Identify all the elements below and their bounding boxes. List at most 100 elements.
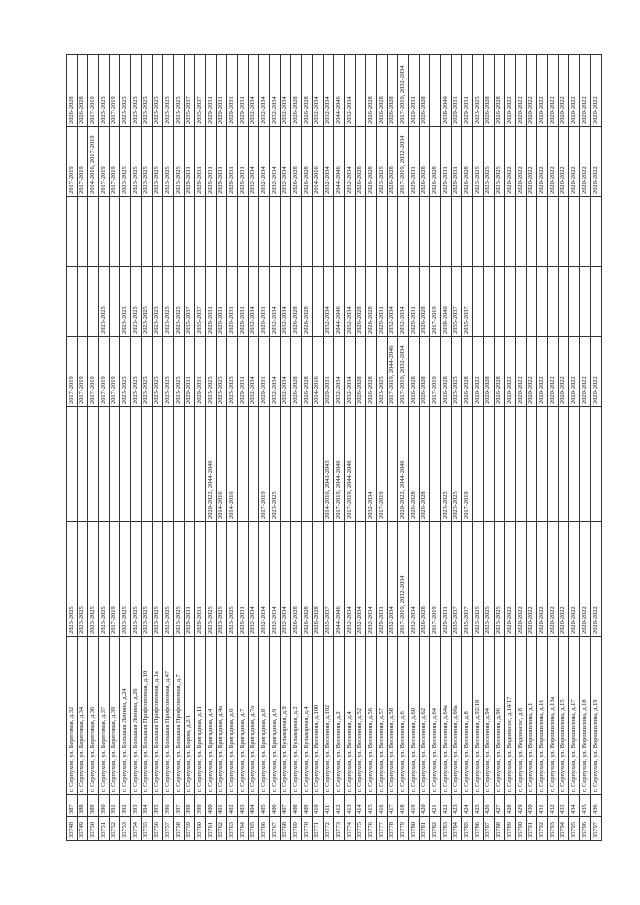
period-cell xyxy=(141,196,152,267)
row-number-cell: 430 xyxy=(526,794,537,817)
period-cell: 2044-2046 xyxy=(333,521,345,637)
period-cell: 2032-2034 xyxy=(355,521,366,637)
row-number-cell: 432 xyxy=(547,794,559,817)
period-cell: 2029-2031 xyxy=(216,126,227,197)
record-id-cell: 35775 xyxy=(355,816,366,841)
address-cell: г. Серпухов, ул. Бригадная, д.6 xyxy=(226,636,238,795)
address-cell: г. Серпухов, ул. Водонасос, д.14/17 xyxy=(504,636,516,795)
period-cell: 2023-2025 xyxy=(472,521,484,637)
period-cell: 2023-2025 xyxy=(226,336,238,407)
record-id-cell: 35795 xyxy=(568,816,580,841)
record-id-cell: 35792 xyxy=(536,816,548,841)
period-cell xyxy=(344,196,356,267)
address-cell: г. Серпухов, ул. Бригадная, д.4 xyxy=(205,636,217,795)
period-cell: 2032-2034 xyxy=(280,126,291,197)
period-cell xyxy=(568,266,580,337)
period-cell: 2020-2022 xyxy=(579,521,591,637)
row-number-cell: 404 xyxy=(248,794,259,817)
period-cell: 2020-2022 xyxy=(504,126,516,197)
period-cell xyxy=(205,196,217,267)
period-cell xyxy=(98,196,110,267)
address-cell: г. Серпухов, ул. Большая Профсоюзная, д.… xyxy=(173,636,185,795)
period-cell xyxy=(66,266,78,337)
record-id-cell: 35784 xyxy=(451,816,462,841)
period-cell xyxy=(558,406,569,522)
period-cell: 2017-2019 xyxy=(429,266,441,337)
period-cell xyxy=(547,266,559,337)
row-number-cell: 388 xyxy=(77,794,88,817)
address-cell: г. Серпухов, ул. Ворошилова, д.1 xyxy=(526,636,537,795)
period-cell xyxy=(109,406,120,522)
row-number-cell: 399 xyxy=(194,794,206,817)
period-cell xyxy=(98,406,110,522)
period-cell xyxy=(526,406,537,522)
row-number-cell: 398 xyxy=(184,794,195,817)
row-number-cell: 402 xyxy=(226,794,238,817)
record-id-cell: 35776 xyxy=(365,816,377,841)
period-cell: 2017-2019 xyxy=(77,126,88,197)
period-cell xyxy=(472,196,484,267)
period-cell: 2026-2028 xyxy=(419,406,430,522)
period-cell: 2017-2019 xyxy=(98,126,110,197)
period-cell: 2020-2022 xyxy=(568,126,580,197)
period-cell: 2026-2028 xyxy=(419,521,430,637)
period-cell: 2035-2037 xyxy=(194,54,206,127)
period-cell: 2017-2019 xyxy=(109,336,120,407)
period-cell xyxy=(194,196,206,267)
period-cell: 2017-2019, 2032-2034 xyxy=(397,521,409,637)
period-cell xyxy=(419,196,430,267)
period-cell: 2023-2025 xyxy=(152,336,163,407)
period-cell: 2032-2034 xyxy=(323,54,334,127)
row-number-cell: 434 xyxy=(568,794,580,817)
period-cell: 2020-2022 xyxy=(547,521,559,637)
record-id-cell: 35778 xyxy=(387,816,398,841)
period-cell xyxy=(483,196,494,267)
period-cell: 2026-2028 xyxy=(494,54,505,127)
record-id-cell: 35766 xyxy=(258,816,270,841)
row-number-cell: 410 xyxy=(312,794,323,817)
row-number-cell: 393 xyxy=(130,794,142,817)
address-cell: г. Серпухов, ул. Весенняя, д.66а xyxy=(451,636,462,795)
period-cell xyxy=(504,406,516,522)
record-id-cell: 35762 xyxy=(216,816,227,841)
period-cell xyxy=(397,196,409,267)
period-cell: 2023-2025 xyxy=(130,54,142,127)
period-cell: 2026-2028 xyxy=(419,336,430,407)
period-cell xyxy=(547,196,559,267)
period-cell: 2032-2034 xyxy=(344,521,356,637)
period-cell: 2020-2022 xyxy=(515,54,527,127)
period-cell: 2029-2031 xyxy=(440,521,452,637)
period-cell: 2020-2022 xyxy=(579,54,591,127)
period-cell: 2035-2037 xyxy=(184,266,195,337)
row-number-cell: 413 xyxy=(344,794,356,817)
period-cell: 2023-2025 xyxy=(152,54,163,127)
address-cell: г. Серпухов, ул. Весенняя, д.62 xyxy=(419,636,430,795)
period-cell xyxy=(237,196,249,267)
row-number-cell: 423 xyxy=(451,794,462,817)
period-cell: 2035-2037 xyxy=(451,521,462,637)
row-number-cell: 400 xyxy=(205,794,217,817)
period-cell: 2020-2022 xyxy=(515,336,527,407)
period-cell: 2026-2028 xyxy=(494,336,505,407)
period-cell: 2023-2025 xyxy=(440,406,452,522)
period-cell: 2029-2031 xyxy=(205,54,217,127)
period-cell: 2017-2019, 2044-2046 xyxy=(387,336,398,407)
period-cell xyxy=(184,406,195,522)
period-cell: 2020-2022 xyxy=(558,336,569,407)
period-cell: 2035-2037 xyxy=(461,266,473,337)
period-cell: 2029-2031 xyxy=(237,336,249,407)
period-cell xyxy=(429,406,441,522)
period-cell: 2035-2037 xyxy=(451,266,462,337)
period-cell: 2029-2031 xyxy=(184,336,195,407)
row-number-cell: 394 xyxy=(141,794,152,817)
